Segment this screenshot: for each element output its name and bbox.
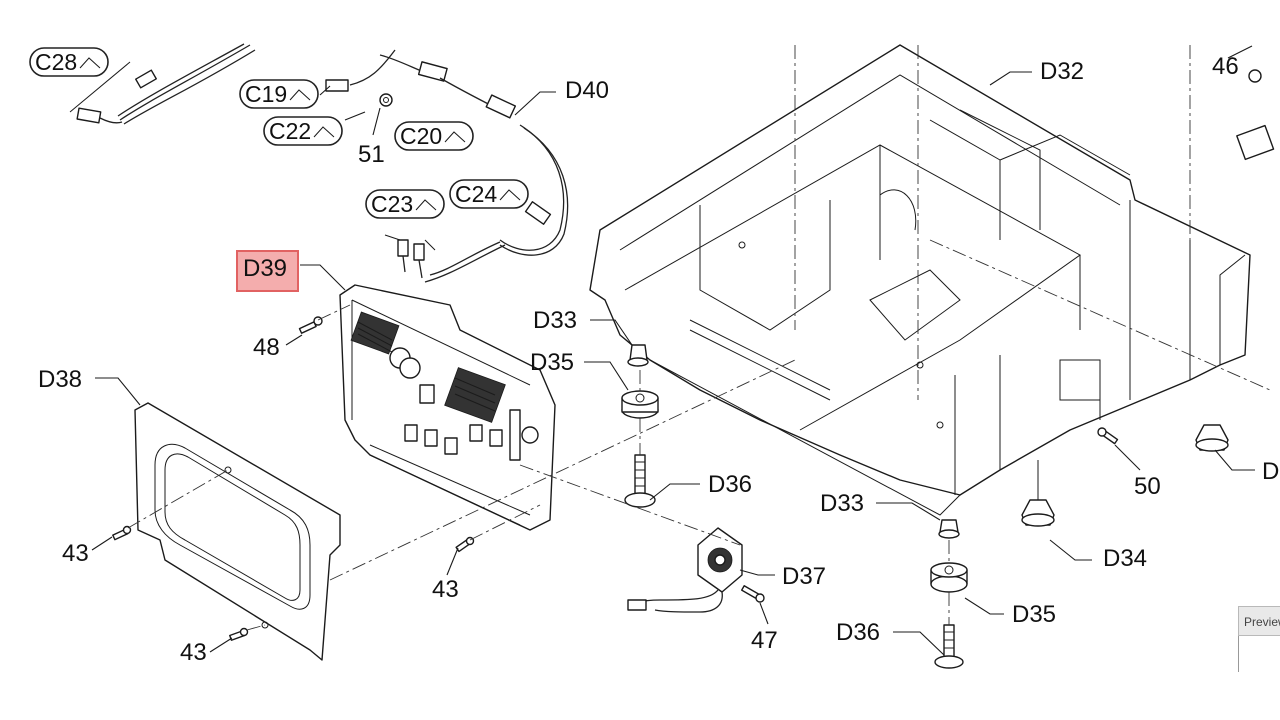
connector-refs: C28 C19 C22 C20 C23 C24 <box>29 47 529 219</box>
label-d37[interactable]: D37 <box>782 563 826 590</box>
label-d35-center[interactable]: D35 <box>1012 601 1056 628</box>
label-48: 48 <box>253 334 280 361</box>
label-43-left: 43 <box>62 540 89 567</box>
label-d32[interactable]: D32 <box>1040 58 1084 85</box>
label-d39[interactable]: D39 <box>243 255 287 282</box>
screw-43-c <box>229 627 249 641</box>
label-d38[interactable]: D38 <box>38 366 82 393</box>
arc-arrow-icon <box>79 57 101 69</box>
connector-ref-c28[interactable]: C28 <box>29 47 109 77</box>
label-43-center: 43 <box>432 576 459 603</box>
label-d-cut[interactable]: D <box>1262 458 1279 485</box>
control-board-d39 <box>339 284 556 531</box>
leveling-foot-center <box>930 519 968 669</box>
svg-text:C28: C28 <box>35 49 77 75</box>
arc-arrow-icon <box>313 126 335 138</box>
arc-arrow-icon <box>444 131 466 143</box>
label-d33-center[interactable]: D33 <box>820 490 864 517</box>
connector-ref-c23[interactable]: C23 <box>365 189 445 219</box>
screw-43-a <box>112 525 132 541</box>
arc-arrow-icon <box>289 89 311 101</box>
arc-arrow-icon <box>499 189 521 201</box>
svg-text:C24: C24 <box>455 181 497 207</box>
part-labels: D32 D40 D39 D38 D33 D35 D36 D33 D34 D37 … <box>38 58 1279 646</box>
label-d36-upper[interactable]: D36 <box>708 471 752 498</box>
label-d34[interactable]: D34 <box>1103 545 1147 572</box>
leveling-foot-left <box>621 344 659 508</box>
svg-text:C20: C20 <box>400 123 442 149</box>
screw-labels: 46 51 48 50 43 43 43 47 <box>62 53 1239 666</box>
alignment-lines <box>127 45 1271 631</box>
label-d33-left[interactable]: D33 <box>533 307 577 334</box>
cover-panel-d38 <box>134 402 341 661</box>
label-d36-lower[interactable]: D36 <box>836 619 880 646</box>
arc-arrow-icon <box>415 199 437 211</box>
wire-harness-c28 <box>69 43 256 125</box>
connector-ref-c20[interactable]: C20 <box>394 121 474 151</box>
svg-text:C19: C19 <box>245 81 287 107</box>
svg-text:C23: C23 <box>371 191 413 217</box>
label-50: 50 <box>1134 473 1161 500</box>
foot-d34-center <box>1021 460 1055 527</box>
foot-d34-right <box>1195 424 1229 452</box>
label-46: 46 <box>1212 53 1239 80</box>
svg-text:C22: C22 <box>269 118 311 144</box>
base-frame-d32 <box>589 44 1251 516</box>
highlight-box-d39 <box>236 250 299 292</box>
leader-lines <box>91 45 1255 656</box>
cooling-fan-d37 <box>627 527 743 613</box>
screw-47 <box>741 585 765 603</box>
preview-divider <box>1238 636 1239 672</box>
screw-46 <box>1236 69 1275 161</box>
wire-harness-c19-d40 <box>325 49 569 283</box>
screw-50 <box>1097 427 1119 445</box>
connector-ref-c19[interactable]: C19 <box>239 79 319 109</box>
label-d40[interactable]: D40 <box>565 77 609 104</box>
label-d35-left[interactable]: D35 <box>530 349 574 376</box>
screw-48 <box>298 316 323 334</box>
label-51: 51 <box>358 141 385 168</box>
connector-ref-c24[interactable]: C24 <box>449 179 529 209</box>
label-47: 47 <box>751 627 778 654</box>
label-43-bottom: 43 <box>180 639 207 666</box>
preview-tab[interactable]: Preview <box>1238 606 1280 636</box>
connector-ref-c22[interactable]: C22 <box>263 116 343 146</box>
